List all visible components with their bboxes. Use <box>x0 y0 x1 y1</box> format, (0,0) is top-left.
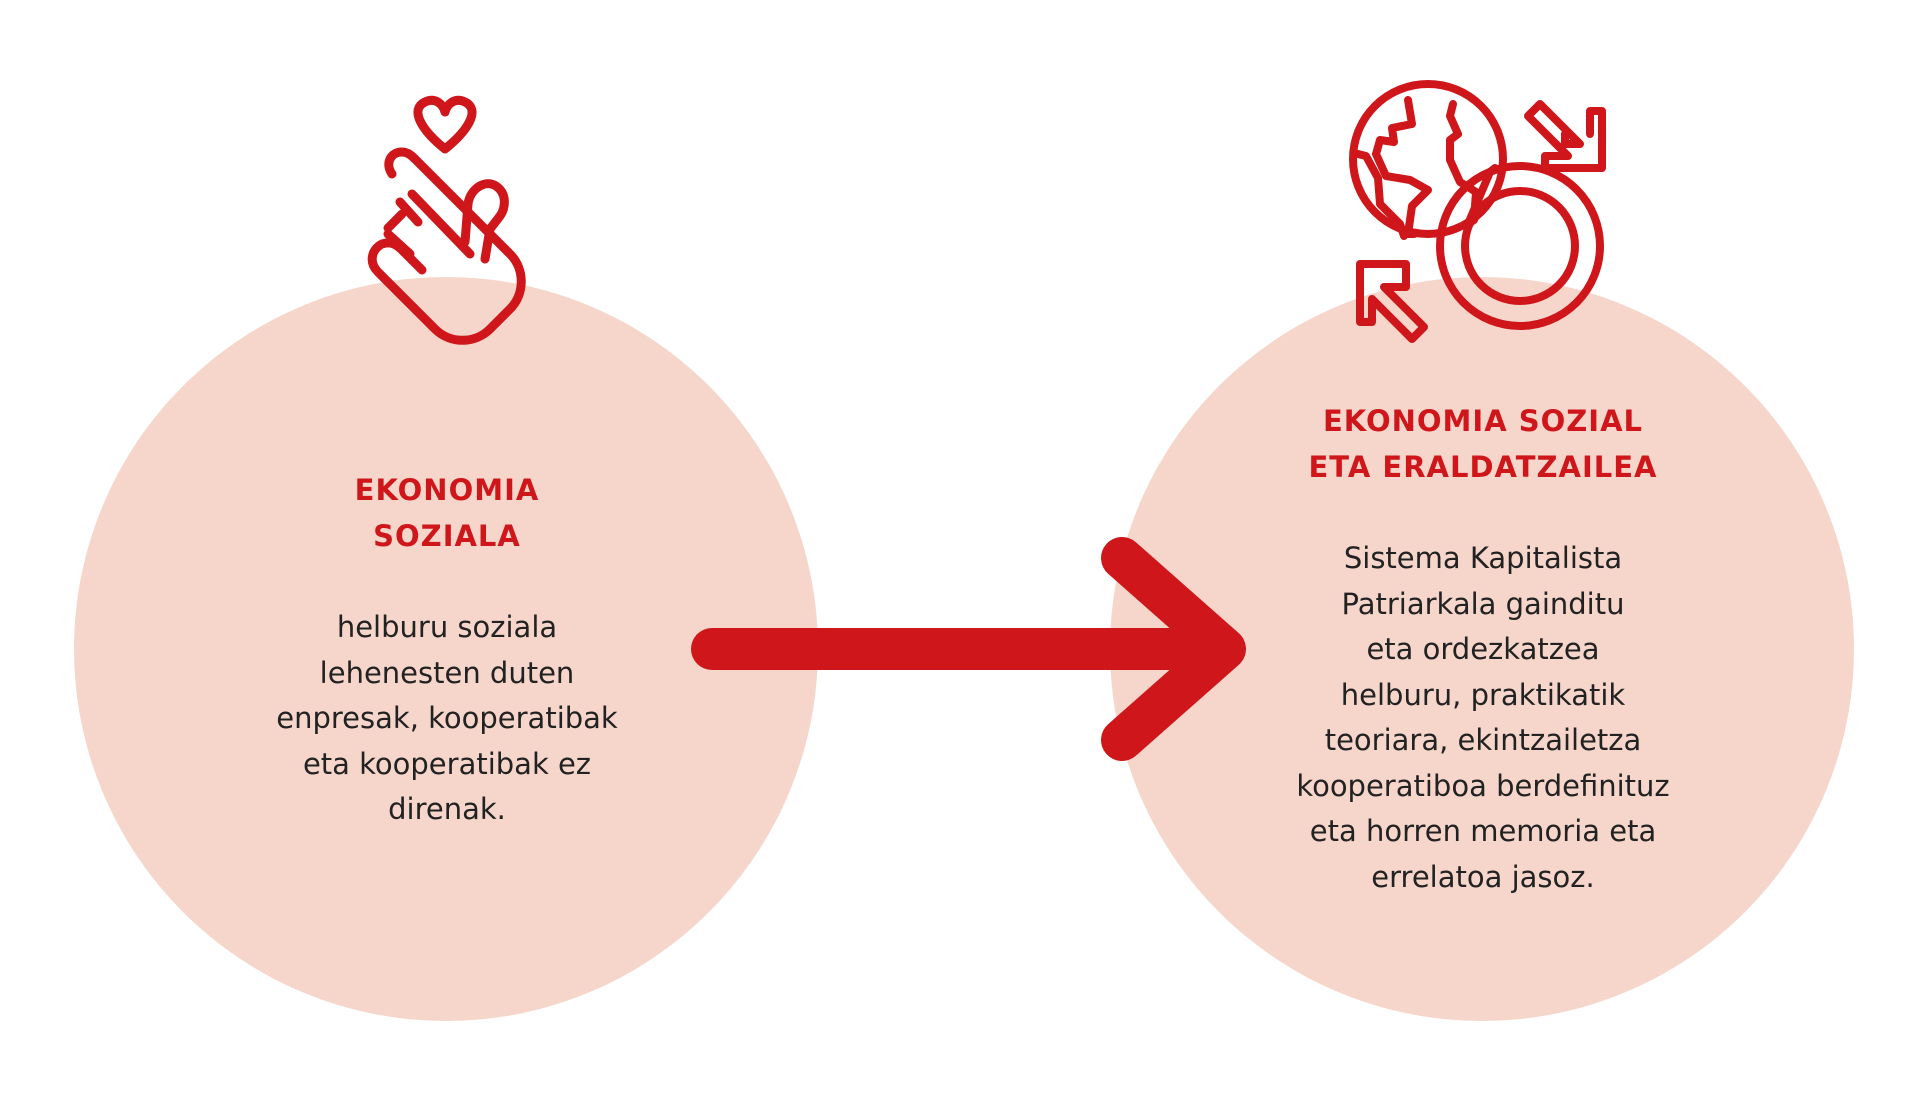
right-title-line: ETA ERALDATZAILEA <box>1308 450 1658 484</box>
right-title: EKONOMIA SOZIAL ETA ERALDATZAILEA <box>1183 398 1783 490</box>
right-body-line: errelatoa jasoz. <box>1371 859 1595 894</box>
finger-heart-icon <box>367 95 526 345</box>
left-body-line: direnak. <box>388 792 506 826</box>
left-body-line: eta kooperatibak ez <box>302 746 592 781</box>
right-body-line: teoriara, ekintzailetza <box>1324 723 1642 757</box>
left-body-line: helburu soziala <box>336 610 558 644</box>
left-description: helburu soziala lehenesten duten enpresa… <box>147 605 747 833</box>
left-title-line: EKONOMIA <box>354 473 540 507</box>
arrow-right-icon <box>691 537 1246 761</box>
left-body-line: enpresak, kooperatibak <box>276 701 618 735</box>
globe-gender-transform-icon <box>1349 80 1606 343</box>
right-body-line: kooperatiboa berdefinituz <box>1296 768 1670 803</box>
left-title-line: SOZIALA <box>373 519 521 553</box>
right-title-line: EKONOMIA SOZIAL <box>1322 404 1644 438</box>
right-description: Sistema Kapitalista Patriarkala gainditu… <box>1183 536 1783 900</box>
left-title: EKONOMIA SOZIALA <box>147 467 747 559</box>
right-body-line: eta ordezkatzea <box>1366 632 1600 666</box>
right-body-line: Sistema Kapitalista <box>1343 541 1623 575</box>
right-body-line: helburu, praktikatik <box>1340 677 1626 712</box>
right-body-line: eta horren memoria eta <box>1309 814 1657 848</box>
right-body-line: Patriarkala gainditu <box>1341 586 1625 621</box>
left-body-line: lehenesten duten <box>319 655 575 690</box>
